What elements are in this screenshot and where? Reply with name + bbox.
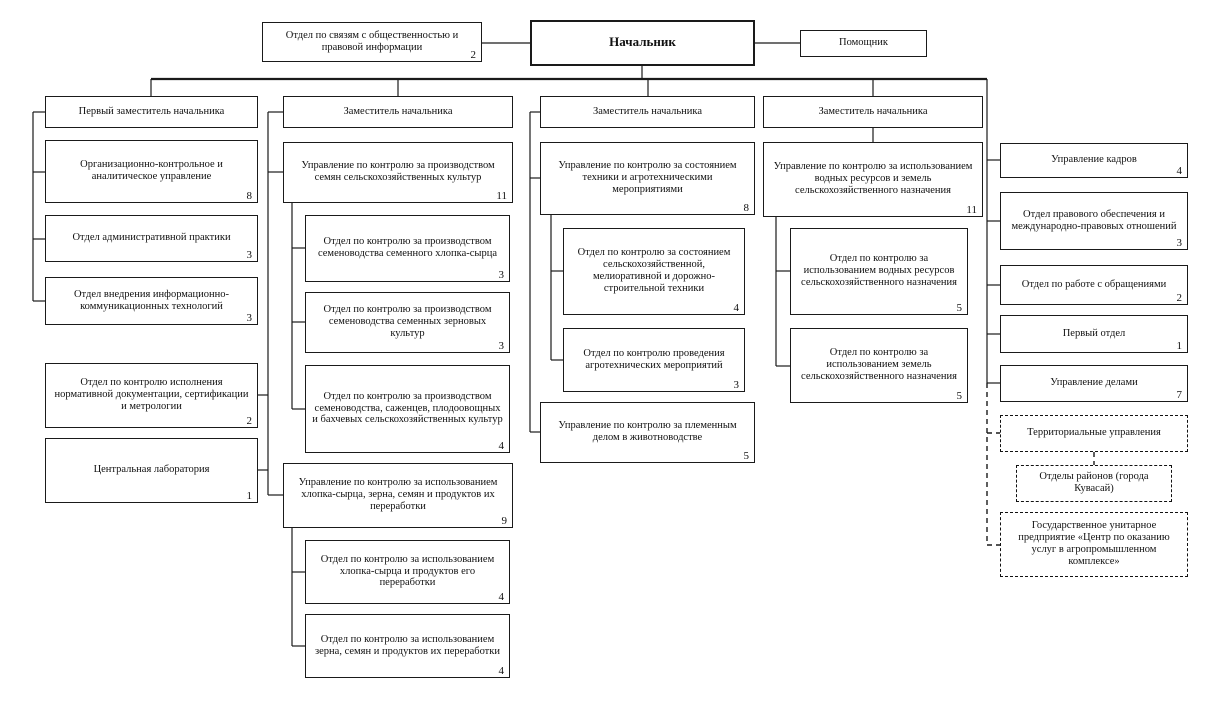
org-box-label: Отдел по работе с обращениями [1021, 278, 1167, 290]
org-box-pr-dept: Отдел по связям с общественностью и прав… [262, 22, 482, 62]
staff-count: 5 [743, 449, 750, 462]
org-box-seedlings: Отдел по контролю за производством семен… [305, 365, 510, 453]
org-box-label: Заместитель начальника [818, 105, 928, 117]
org-box-first-deputy: Первый заместитель начальника [45, 96, 258, 128]
staff-count: 4 [733, 301, 740, 314]
org-box-label: Отдел по контролю исполнения нормативной… [54, 377, 249, 412]
org-box-usage-dept: Управление по контролю за использованием… [283, 463, 513, 528]
org-box-assistant: Помощник [800, 30, 927, 57]
org-box-sue: Государственное унитарное предприятие «Ц… [1000, 512, 1188, 577]
org-box-admin-practice: Отдел административной практики 3 [45, 215, 258, 262]
staff-count: 8 [246, 189, 253, 202]
org-box-label: Управление по контролю за состоянием тех… [558, 160, 737, 195]
org-box-org-control: Организационно-контрольное и аналитическ… [45, 140, 258, 203]
org-box-label: Отдел по контролю за производством семен… [323, 304, 492, 339]
staff-count: 2 [470, 48, 477, 61]
org-box-label: Начальник [609, 34, 676, 50]
staff-count: 4 [498, 664, 505, 677]
org-box-agrotech: Отдел по контролю проведения агротехниче… [563, 328, 745, 392]
staff-count: 8 [743, 201, 750, 214]
org-box-water-use: Отдел по контролю за использованием водн… [790, 228, 968, 315]
org-box-tech-dept: Управление по контролю за состоянием тех… [540, 142, 755, 215]
org-box-label: Первый заместитель начальника [78, 105, 225, 117]
org-box-label: Отдел по контролю за использованием зерн… [314, 633, 500, 657]
org-box-cotton-seed: Отдел по контролю за производством семен… [305, 215, 510, 282]
org-box-first-dept: Первый отдел 1 [1000, 315, 1188, 353]
org-box-ict: Отдел внедрения информационно-коммуникац… [45, 277, 258, 325]
org-box-districts: Отделы районов (города Кувасай) [1016, 465, 1172, 502]
staff-count: 9 [501, 514, 508, 527]
org-box-label: Управление по контролю за производством … [301, 160, 495, 183]
org-box-label: Отделы районов (города Кувасай) [1039, 471, 1149, 494]
staff-count: 4 [498, 590, 505, 603]
org-box-central-lab: Центральная лаборатория 1 [45, 438, 258, 503]
org-box-norm-docs: Отдел по контролю исполнения нормативной… [45, 363, 258, 428]
org-box-hr: Управление кадров 4 [1000, 143, 1188, 178]
org-box-label: Отдел по контролю проведения агротехниче… [583, 347, 725, 371]
org-box-label: Отдел по связям с общественностью и прав… [285, 29, 459, 53]
staff-count: 11 [966, 203, 977, 216]
org-box-label: Отдел по контролю за использованием водн… [801, 253, 957, 288]
org-box-label: Территориальные управления [1027, 427, 1161, 439]
org-box-grain-seed: Отдел по контролю за производством семен… [305, 292, 510, 353]
org-box-water-land-dept: Управление по контролю за использованием… [763, 142, 983, 217]
org-box-label: Управление кадров [1051, 154, 1137, 166]
staff-count: 3 [498, 339, 505, 352]
staff-count: 3 [498, 268, 505, 281]
org-box-legal: Отдел правового обеспечения и международ… [1000, 192, 1188, 250]
org-box-head: Начальник [530, 20, 755, 66]
staff-count: 1 [1176, 339, 1183, 352]
staff-count: 7 [1176, 388, 1183, 401]
org-box-machinery: Отдел по контролю за состоянием сельскох… [563, 228, 745, 315]
org-box-territorial: Территориальные управления [1000, 415, 1188, 452]
staff-count: 2 [246, 414, 253, 427]
org-box-label: Отдел правового обеспечения и международ… [1011, 208, 1177, 232]
staff-count: 5 [956, 389, 963, 402]
org-box-label: Государственное унитарное предприятие «Ц… [1018, 520, 1170, 567]
org-box-label: Заместитель начальника [343, 105, 453, 117]
staff-count: 4 [498, 439, 505, 452]
org-box-label: Центральная лаборатория [93, 464, 210, 476]
org-box-appeals: Отдел по работе с обращениями 2 [1000, 265, 1188, 305]
org-box-breeding: Управление по контролю за племенным дело… [540, 402, 755, 463]
org-box-deputy3: Заместитель начальника [540, 96, 755, 128]
org-box-label: Отдел по контролю за производством семен… [317, 236, 498, 259]
org-box-label: Отдел по контролю за производством семен… [312, 390, 503, 426]
org-box-label: Отдел внедрения информационно-коммуникац… [73, 288, 230, 312]
org-box-cotton-use: Отдел по контролю за использованием хлоп… [305, 540, 510, 604]
staff-count: 1 [246, 489, 253, 502]
org-box-label: Помощник [839, 37, 888, 49]
staff-count: 3 [246, 248, 253, 261]
org-box-label: Первый отдел [1062, 327, 1126, 339]
staff-count: 4 [1176, 164, 1183, 177]
org-box-label: Отдел по контролю за использованием земе… [801, 347, 957, 382]
staff-count: 5 [956, 301, 963, 314]
org-box-label: Организационно-контрольное и аналитическ… [80, 159, 223, 182]
staff-count: 11 [496, 189, 507, 202]
org-box-land-use: Отдел по контролю за использованием земе… [790, 328, 968, 403]
org-box-label: Отдел административной практики [72, 232, 231, 244]
org-box-deputy2: Заместитель начальника [283, 96, 513, 128]
org-box-label: Отдел по контролю за состоянием сельскох… [577, 247, 731, 294]
org-box-label: Отдел по контролю за использованием хлоп… [320, 553, 495, 589]
staff-count: 3 [246, 311, 253, 324]
staff-count: 3 [733, 378, 740, 391]
org-box-deputy4: Заместитель начальника [763, 96, 983, 128]
org-box-label: Заместитель начальника [592, 105, 703, 117]
org-box-label: Управление делами [1050, 377, 1138, 389]
staff-count: 3 [1176, 236, 1183, 249]
staff-count: 2 [1176, 291, 1183, 304]
org-box-label: Управление по контролю за использованием… [773, 161, 973, 196]
org-box-affairs: Управление делами 7 [1000, 365, 1188, 402]
org-box-grain-use: Отдел по контролю за использованием зерн… [305, 614, 510, 678]
org-box-label: Управление по контролю за использованием… [298, 477, 498, 512]
org-box-label: Управление по контролю за племенным дело… [558, 420, 737, 443]
org-box-seeds-dept: Управление по контролю за производством … [283, 142, 513, 203]
